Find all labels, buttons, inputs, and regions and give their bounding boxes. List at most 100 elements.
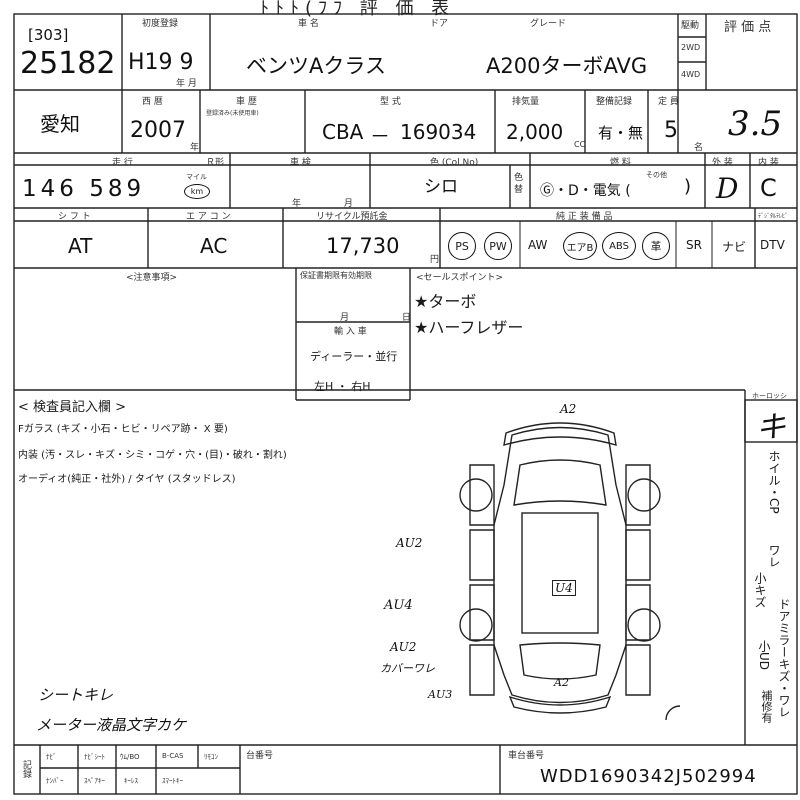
ac-label: エ ア コ ン xyxy=(186,212,231,222)
reg-label: 初度登録 xyxy=(142,19,179,29)
fuel-label: 燃 料 xyxy=(610,158,631,168)
mark-rear-left: AU3 xyxy=(428,688,453,701)
lot-code: [303] xyxy=(28,26,69,44)
mark-front: A2 xyxy=(560,402,577,416)
footer-chassis-label: 車台番号 xyxy=(508,751,545,761)
footer-r1-3: B-CAS xyxy=(162,752,184,760)
mark-left-rear: AU2 xyxy=(390,640,417,654)
equip-leather: 革 xyxy=(642,232,670,260)
inspection-unit: 年 月 xyxy=(292,199,353,209)
color-label: 色 (Col.No) xyxy=(430,158,479,168)
mileage-unit-label: マイル xyxy=(186,173,207,181)
attention-label: <注意事項> xyxy=(126,273,178,283)
equip-airbag: エアB xyxy=(563,232,597,260)
footer-r1-2: ｳﾑ/BO xyxy=(120,753,140,761)
displacement-unit: CC xyxy=(574,140,586,149)
equipment-dividers xyxy=(519,221,756,268)
side-vertical-4: ドアミラーキズ・ワレ xyxy=(777,598,791,718)
footer-r2-2: ｷｰﾚｽ xyxy=(124,777,138,785)
import-value: ディーラー・並行 xyxy=(310,350,398,363)
footer-r1-1: ﾅﾋﾞｼｰﾄ xyxy=(84,753,105,761)
model-dash: － xyxy=(370,124,390,148)
side-vertical-6: 補修有 xyxy=(760,690,773,723)
sales-point-2: ★ハーフレザー xyxy=(414,318,524,337)
warranty-label: 保証書期限有効期限 xyxy=(300,271,372,280)
inspector-glass: Fガラス (キズ・小石・ヒビ・リペア跡・ X 要) xyxy=(18,424,228,435)
sheet-title: ﾄﾄﾄ(ﾌﾌ 評 価 表 xyxy=(260,0,456,19)
ac-value: AC xyxy=(200,234,228,258)
equip-ps: PS xyxy=(448,232,476,260)
capacity-unit: 名 xyxy=(694,143,704,153)
equip-aw: AW xyxy=(528,238,548,252)
lot-number: 25182 xyxy=(20,46,116,81)
model-label: 型 式 xyxy=(380,97,401,107)
inspector-title: < 検査員記入欄 > xyxy=(18,400,127,415)
mark-roof: U4 xyxy=(552,580,576,596)
side-vertical-1: ホイル・CP xyxy=(767,450,781,514)
record-value: 有・無 xyxy=(598,124,644,142)
inspector-interior: 内装 (汚・スレ・キズ・シミ・コゲ・穴・(目)・破れ・割れ) xyxy=(18,450,287,461)
displacement-label: 排気量 xyxy=(512,97,540,107)
mileage-value: 146 589 xyxy=(22,176,146,202)
history-sub: 登録済み(未使用車) xyxy=(206,110,259,117)
color-change-label: 色替 xyxy=(514,173,524,195)
mark-left-front: AU2 xyxy=(396,536,423,550)
fuel-value: Ⓖ・D・電気 ( xyxy=(540,183,631,199)
handnote-1: シートキレ xyxy=(38,686,114,704)
footer-r2-1: ｽﾍﾟｱｷｰ xyxy=(84,777,105,785)
displacement-value: 2,000 xyxy=(506,120,564,144)
name-label: 車 名 xyxy=(298,19,319,29)
door-label: ドア xyxy=(430,19,449,29)
model-value: 169034 xyxy=(400,120,477,144)
exterior-value: D xyxy=(716,172,739,205)
car-name: ベンツAクラス xyxy=(246,54,386,78)
equip-abs: ABS xyxy=(602,232,636,260)
equip-navi: ナビ xyxy=(722,240,747,254)
recycle-unit: 円 xyxy=(430,255,440,265)
side-vertical-3: 小キズ xyxy=(753,572,767,608)
shift-value: AT xyxy=(68,234,93,258)
grade-value: A200ターボAVG xyxy=(486,54,648,78)
year-label: 西 暦 xyxy=(142,97,163,107)
equip-sr: SR xyxy=(686,238,702,252)
drive-4wd: 4WD xyxy=(681,70,701,79)
interior-label: 内 装 xyxy=(758,158,779,168)
handle-value: 左H ・ 右H xyxy=(314,380,371,393)
inspection-label: 車 検 xyxy=(290,158,311,168)
exterior-label: 外 装 xyxy=(712,158,733,168)
score-value: 3.5 xyxy=(728,104,783,144)
fuel-other: その他 xyxy=(646,171,667,179)
import-label: 輸 入 車 xyxy=(334,327,367,337)
mileage-unit: km xyxy=(184,184,210,199)
side-label: ホーロッシ xyxy=(752,392,787,400)
year-value: 2007 xyxy=(130,118,186,143)
sales-label: <セールスポイント> xyxy=(416,273,504,283)
model-prefix: CBA xyxy=(322,120,364,144)
side-box-value: キ xyxy=(756,410,786,445)
footer-r1-0: ﾅﾋﾞ xyxy=(46,753,57,761)
footer-r2-0: ﾅﾝﾊﾞｰ xyxy=(46,777,64,785)
reg-unit: 年 月 xyxy=(176,79,197,89)
interior-value: C xyxy=(760,174,777,202)
year-unit: 年 xyxy=(190,143,200,153)
region: 愛知 xyxy=(40,112,80,136)
warranty-unit: 月 日 xyxy=(340,313,411,323)
footer-r1-4: ﾘﾓｺﾝ xyxy=(204,753,218,761)
footer-number-label: 台番号 xyxy=(246,751,274,761)
mileage-label: 走 行 xyxy=(112,158,133,168)
footer-side-label: 記録 xyxy=(21,760,31,778)
footer-r2-3: ｽﾏｰﾄｷｰ xyxy=(162,777,183,785)
score-label: 評 価 点 xyxy=(724,20,772,35)
shift-label: シ フ ト xyxy=(58,212,91,222)
fuel-close: ) xyxy=(684,176,692,197)
car-diagram xyxy=(459,422,680,720)
color-value: シロ xyxy=(424,177,458,197)
mark-rear: A2 xyxy=(554,676,569,689)
equipment-label: 純 正 装 備 品 xyxy=(556,212,613,222)
side-vertical-5: 小UD xyxy=(757,640,771,671)
history-label: 車 歴 xyxy=(236,97,257,107)
equip-pw: PW xyxy=(484,232,512,260)
meter-label: Ｒ形 xyxy=(206,158,225,168)
